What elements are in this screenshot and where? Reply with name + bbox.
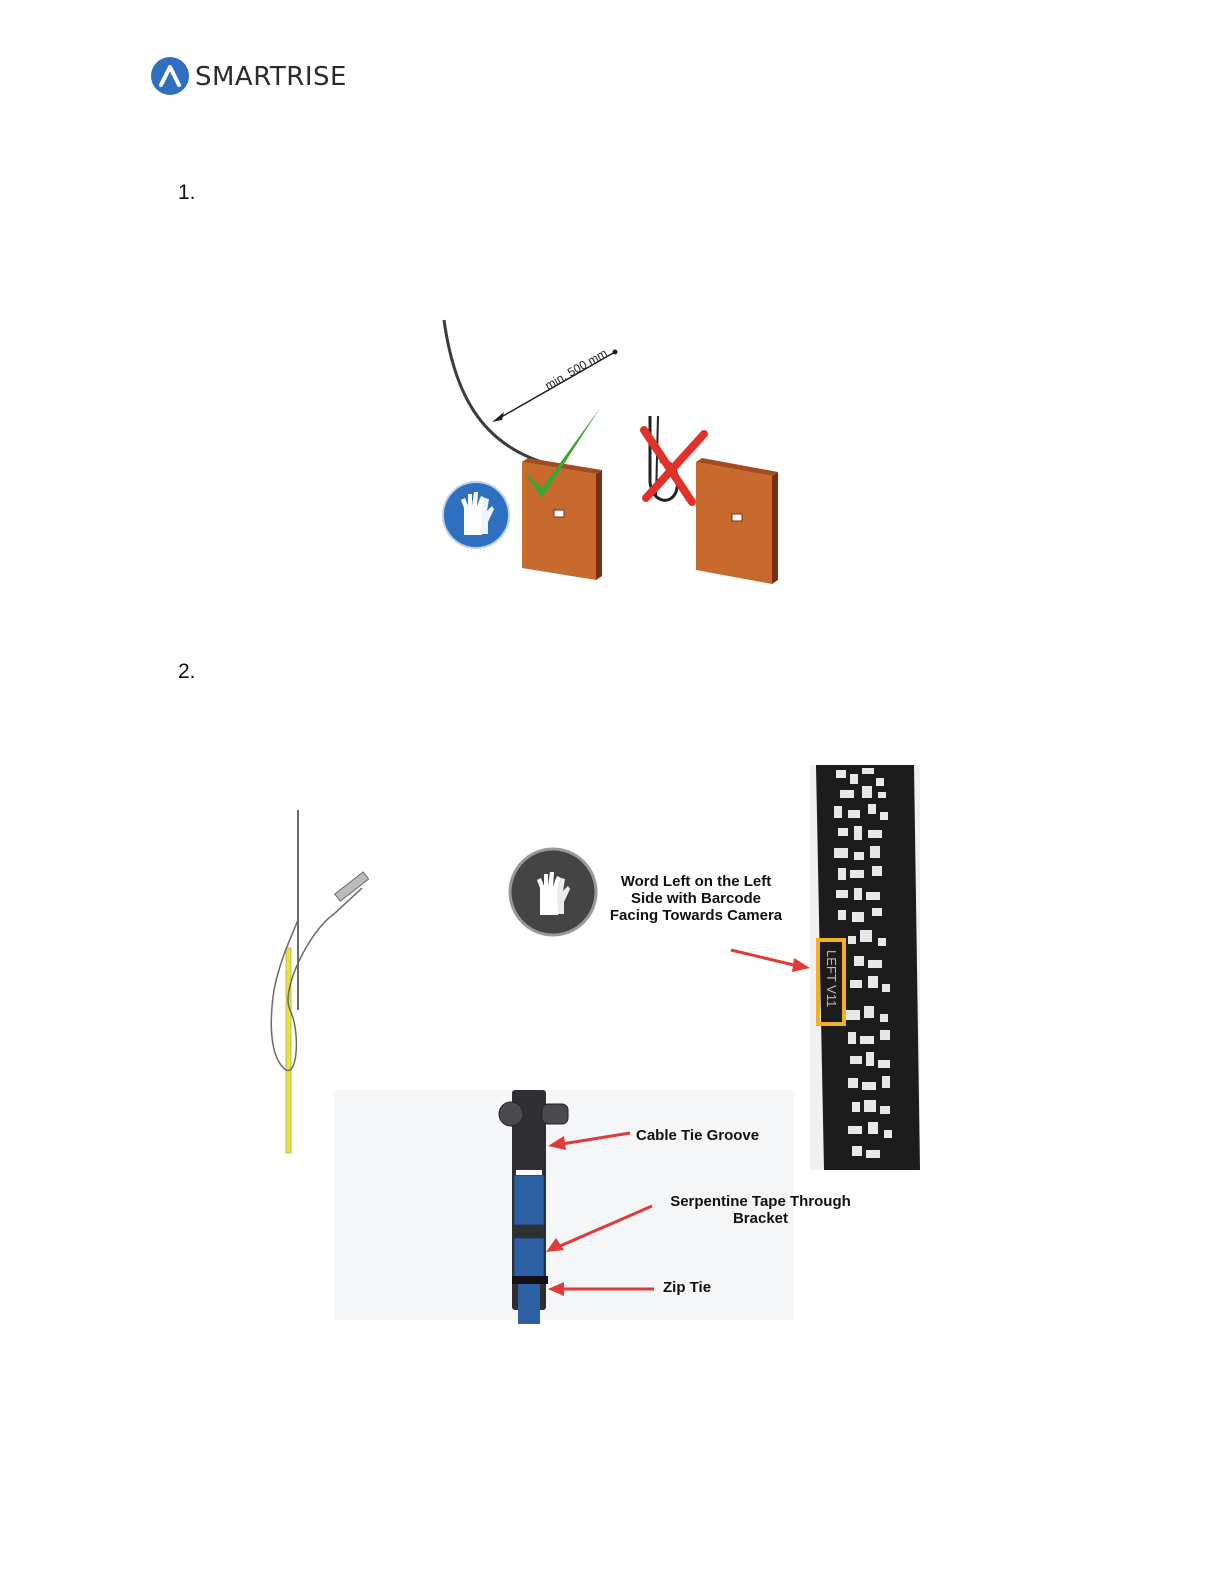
tape-marking-label: LEFT V11 bbox=[824, 950, 839, 1007]
figure-tape-bend-radius: min. 500 mm bbox=[430, 312, 800, 597]
bracket-incorrect bbox=[696, 458, 778, 584]
cross-icon bbox=[644, 430, 704, 502]
step-1-number: 1. bbox=[178, 181, 196, 205]
bracket-correct bbox=[522, 458, 602, 580]
barcode-tape-photo: LEFT V11 bbox=[810, 765, 920, 1170]
figure-tape-installation: LEFT V11 bbox=[250, 760, 940, 1340]
callout-serpentine-tape: Serpentine Tape Through Bracket bbox=[658, 1193, 863, 1227]
dimension-label: min. 500 mm bbox=[543, 346, 610, 393]
gloves-required-icon bbox=[441, 480, 511, 550]
brand-name: SMARTRISE bbox=[195, 62, 347, 92]
callout-cable-tie-groove: Cable Tie Groove bbox=[636, 1127, 759, 1144]
callout-word-left: Word Left on the Left Side with Barcode … bbox=[606, 873, 786, 924]
smartrise-logo: SMARTRISE bbox=[150, 56, 370, 100]
gloves-required-icon bbox=[510, 849, 596, 935]
step-2-number: 2. bbox=[178, 660, 196, 684]
callout-zip-tie: Zip Tie bbox=[663, 1279, 711, 1296]
smartrise-logo-mark-icon bbox=[150, 56, 190, 96]
